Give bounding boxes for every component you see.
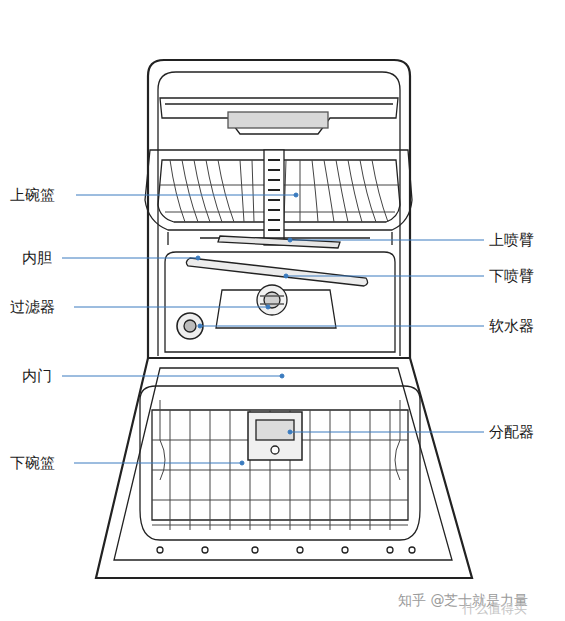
cover-ridge bbox=[165, 103, 393, 104]
part-label: 内胆 bbox=[22, 249, 52, 267]
cabinet-outline bbox=[148, 60, 410, 358]
dispenser-knob bbox=[271, 446, 279, 454]
part-label: 下喷臂 bbox=[489, 267, 534, 285]
leader-lines bbox=[62, 193, 484, 465]
dispenser-lid bbox=[256, 420, 294, 440]
cover-center bbox=[228, 112, 328, 128]
dispenser bbox=[248, 412, 302, 460]
part-label: 分配器 bbox=[489, 423, 534, 441]
door-outline bbox=[96, 358, 472, 578]
part-label: 上碗篮 bbox=[10, 186, 55, 204]
filter-core bbox=[264, 292, 280, 308]
watermark: 什么值得买 bbox=[462, 600, 527, 618]
lower-rack-wires bbox=[152, 400, 408, 530]
softener-core bbox=[184, 320, 196, 332]
part-label: 下碗篮 bbox=[10, 454, 55, 472]
upper-rack-spine bbox=[264, 150, 284, 245]
tub-outline bbox=[158, 72, 400, 356]
part-label: 内门 bbox=[22, 367, 52, 385]
top-rack-cover bbox=[160, 98, 398, 134]
part-label: 上喷臂 bbox=[489, 231, 534, 249]
tub-floor bbox=[165, 252, 395, 352]
lower-spray-arm bbox=[186, 258, 367, 286]
upper-spray-arm bbox=[218, 236, 340, 248]
door-holes bbox=[157, 547, 415, 553]
part-label: 过滤器 bbox=[10, 298, 55, 316]
softener-cap bbox=[177, 313, 203, 339]
door-inner bbox=[114, 368, 452, 560]
filter-ribs bbox=[260, 296, 284, 304]
filter bbox=[257, 285, 287, 315]
part-label: 软水器 bbox=[489, 317, 534, 335]
